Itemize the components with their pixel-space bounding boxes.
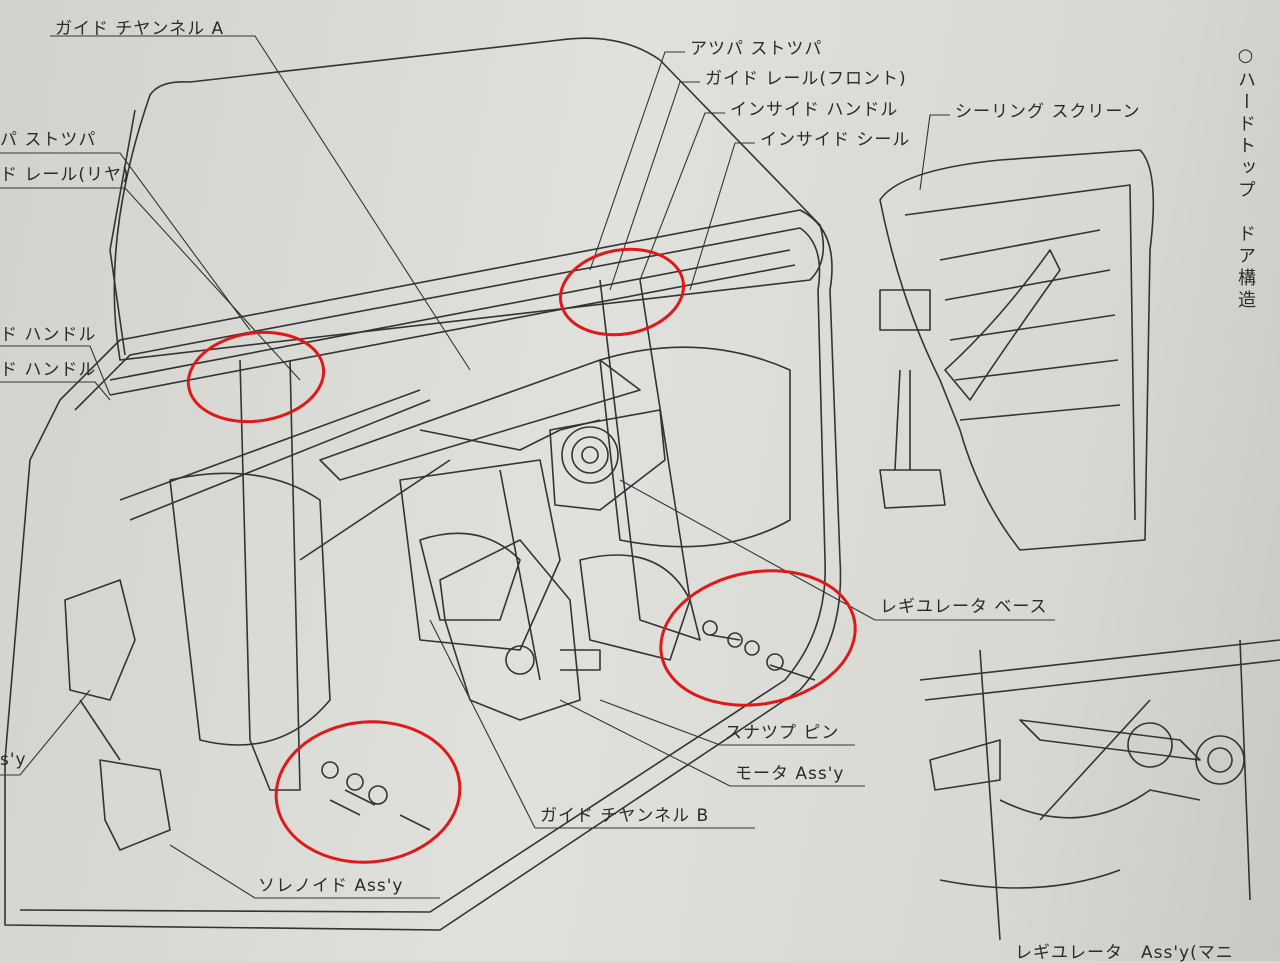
door-trim-inset	[879, 149, 1155, 551]
label-upper-stopper-left: パ ストツパ	[0, 130, 97, 150]
label-sealing-screen: シーリング スクリーン	[955, 102, 1141, 122]
page-title-vertical: ○ハードトップ ドア構造	[1235, 45, 1256, 312]
label-snap-pin: スナツプ ピン	[725, 723, 840, 743]
guide-rail-front	[599, 279, 701, 641]
label-guide-channel-b: ガイド チヤンネル B	[540, 806, 710, 826]
label-motor-assy: モータ Ass'y	[735, 764, 845, 784]
label-regulator-assy: レギユレータ Ass'y(マニ	[1015, 943, 1234, 963]
solenoid-assy	[99, 759, 171, 851]
label-upper-stopper: アツパ ストツパ	[690, 39, 823, 59]
label-guide-channel-a: ガイド チヤンネル A	[55, 19, 225, 39]
label-guide-rail-front: ガイド レール(フロント)	[705, 69, 907, 89]
red-circle-rear-bolts	[274, 720, 462, 864]
red-circle-front-stopper	[559, 247, 685, 337]
guide-rail-rear	[239, 359, 301, 791]
regulator-assy-inset	[919, 639, 1280, 701]
label-solenoid-assy: ソレノイド Ass'y	[258, 876, 404, 896]
label-assy-left: s'y	[0, 750, 27, 770]
label-inside-seal: インサイド シール	[760, 130, 911, 150]
label-handle-left-2: ド ハンドル	[0, 360, 97, 380]
door-outline	[4, 209, 842, 931]
window-glass	[113, 37, 825, 361]
label-handle-left-1: ド ハンドル	[0, 325, 97, 345]
door-lock	[64, 579, 136, 701]
label-regulator-base: レギユレータ ベース	[880, 597, 1048, 617]
motor-assy	[439, 539, 581, 721]
label-guide-rail-rear: ド レール(リヤ)	[0, 165, 130, 185]
label-inside-handle: インサイド ハンドル	[730, 100, 899, 120]
red-annotation-circles	[186, 247, 857, 864]
red-circle-front-bolts	[659, 569, 857, 707]
regulator-base	[549, 409, 666, 511]
red-circle-rear-stopper	[186, 330, 326, 424]
